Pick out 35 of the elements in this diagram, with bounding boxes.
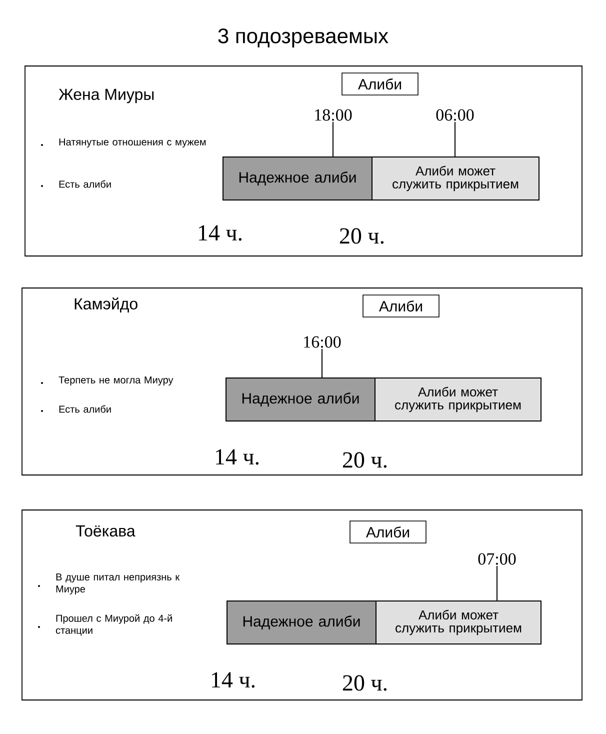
bullet-text: Есть алиби	[59, 405, 111, 413]
cover-alibi-bar: Алиби может служить прикрытием	[372, 156, 540, 200]
bullet-text: Натянутые отношения с мужем	[59, 138, 206, 148]
hour-label: 20 ч.	[342, 675, 387, 691]
hour-label: 14 ч.	[212, 672, 255, 688]
reliable-alibi-bar: Надежное алиби	[222, 156, 372, 200]
bullet-text: Есть алиби	[59, 180, 111, 188]
leader-line	[454, 121, 456, 157]
leader-line	[496, 565, 498, 601]
suspect-name: Камэйдо	[74, 297, 138, 313]
title: 3 подозреваемых	[218, 28, 388, 48]
alibi-box: Алиби	[362, 294, 440, 318]
hour-label: 14 ч.	[199, 225, 242, 241]
time-label: 06:00	[436, 109, 474, 121]
time-label: 18:00	[315, 109, 352, 121]
hour-label: 20 ч.	[340, 228, 384, 244]
suspect-panel	[22, 510, 582, 700]
cover-alibi-bar: Алиби может служить прикрытием	[374, 378, 542, 422]
reliable-alibi-bar: Надежное алиби	[226, 600, 376, 644]
time-label: 07:00	[478, 553, 516, 565]
reliable-alibi-bar: Надежное алиби	[226, 378, 376, 422]
suspect-panel	[24, 66, 582, 256]
leader-line	[332, 121, 334, 157]
bullet-text: В душе питал неприязнь к Миуре	[56, 574, 180, 594]
bullet-text: Прошел с Миурой до 4-й станции	[56, 614, 172, 636]
time-label: 16:00	[304, 336, 341, 348]
alibi-box: Алиби	[342, 72, 418, 96]
hour-label: 14 ч.	[216, 449, 259, 465]
suspect-name: Жена Миуры	[58, 88, 154, 104]
bullet-text: Терпеть не могла Миуру	[58, 376, 174, 386]
suspect-name: Тоёкава	[76, 525, 136, 537]
suspect-panel	[22, 288, 582, 476]
alibi-box: Алиби	[350, 520, 426, 544]
hour-label: 20 ч.	[342, 452, 387, 468]
cover-alibi-bar: Алиби может служить прикрытием	[376, 600, 542, 644]
